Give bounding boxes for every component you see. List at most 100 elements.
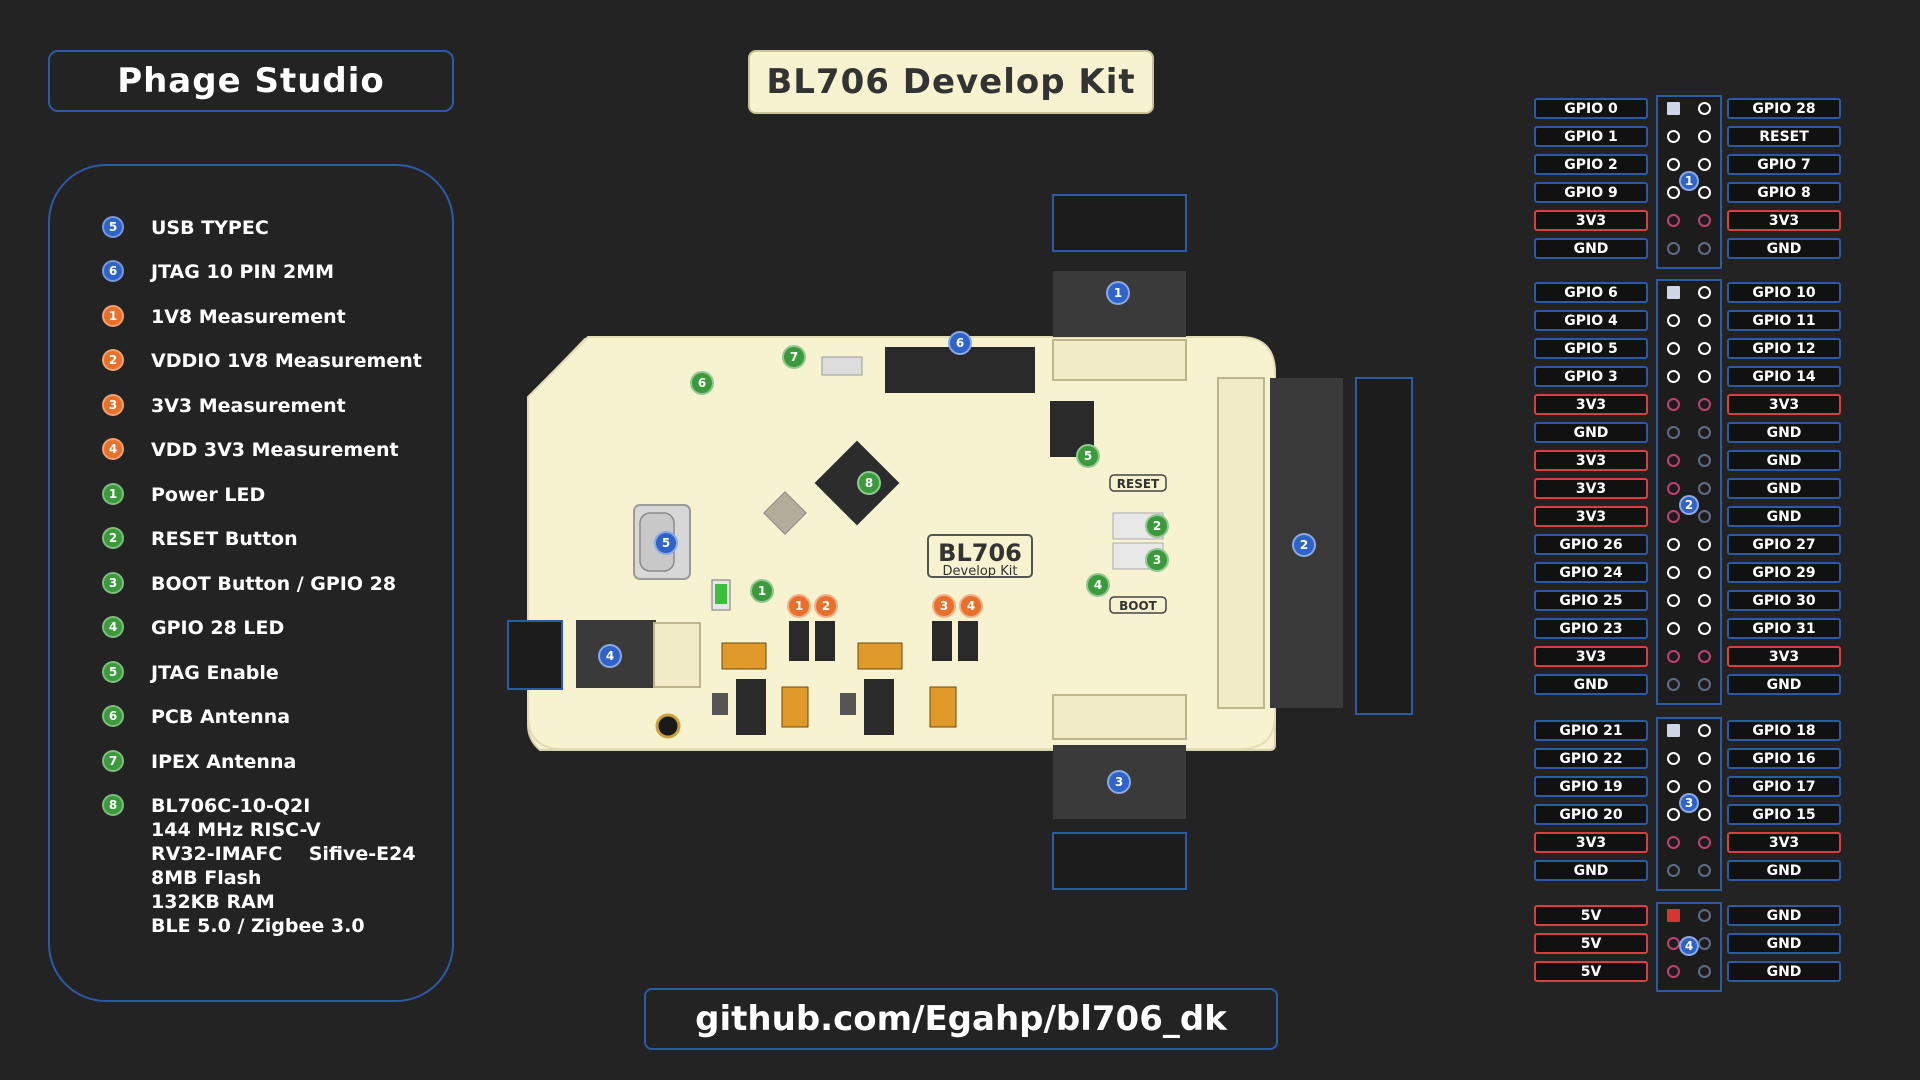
pin-hole	[1667, 158, 1680, 171]
board-badge: 7	[782, 345, 806, 369]
pin-label: GPIO 19	[1534, 776, 1648, 797]
mounting-hole	[655, 713, 681, 739]
pin-hole	[1667, 426, 1680, 439]
pin-label: GPIO 14	[1727, 366, 1841, 387]
pin-label: GPIO 2	[1534, 154, 1648, 175]
pin-hole	[1667, 965, 1680, 978]
board-badge: 1	[750, 579, 774, 603]
pin-hole	[1698, 538, 1711, 551]
pin-label: 3V3	[1534, 506, 1648, 527]
header-left	[507, 620, 563, 690]
pin-label: GND	[1534, 860, 1648, 881]
legend-text: USB TYPEC	[151, 217, 269, 239]
pin-label: GPIO 21	[1534, 720, 1648, 741]
header-badge: 4	[1679, 936, 1699, 956]
silk-chip-label: BL706	[938, 539, 1022, 567]
pin-hole	[1698, 594, 1711, 607]
pin-label: GPIO 15	[1727, 804, 1841, 825]
pin-label: GPIO 7	[1727, 154, 1841, 175]
pin-label: GND	[1727, 674, 1841, 695]
board-badge: 1	[1106, 281, 1130, 305]
pin-hole	[1667, 102, 1680, 115]
pin-label: 5V	[1534, 933, 1648, 954]
pin-hole	[1667, 398, 1680, 411]
pin-label: GND	[1534, 238, 1648, 259]
pin-hole	[1698, 158, 1711, 171]
legend-text: PCB Antenna	[151, 706, 291, 728]
legend-badge: 5	[102, 661, 124, 683]
legend-badge: 3	[102, 572, 124, 594]
board-badge: 8	[857, 471, 881, 495]
header-bottom	[1052, 832, 1187, 890]
pin-hole	[1698, 909, 1711, 922]
board-badge: 4	[959, 594, 983, 618]
pin-label: GPIO 12	[1727, 338, 1841, 359]
repo-url[interactable]: github.com/Egahp/bl706_dk	[644, 988, 1278, 1050]
pin-label: GPIO 1	[1534, 126, 1648, 147]
board-badge: 4	[1086, 573, 1110, 597]
pin-hole	[1667, 622, 1680, 635]
pin-label: 3V3	[1534, 478, 1648, 499]
pin-hole	[1667, 538, 1680, 551]
pin-hole	[1698, 808, 1711, 821]
pin-hole	[1667, 482, 1680, 495]
pin-hole	[1667, 314, 1680, 327]
cap-4	[929, 686, 957, 728]
legend-badge: 5	[102, 216, 124, 238]
cap-1	[721, 642, 767, 670]
legend-badge: 6	[102, 705, 124, 727]
pin-hole	[1667, 130, 1680, 143]
legend-text: JTAG Enable	[151, 662, 279, 684]
pin-label: GPIO 10	[1727, 282, 1841, 303]
header-3	[1656, 717, 1722, 891]
pin-label: GND	[1534, 674, 1648, 695]
pin-label: 3V3	[1534, 832, 1648, 853]
pin-label: 3V3	[1534, 394, 1648, 415]
header-right	[1355, 377, 1413, 715]
legend-badge: 2	[102, 527, 124, 549]
pin-hole	[1667, 566, 1680, 579]
pin-label: GND	[1727, 450, 1841, 471]
pin-hole	[1698, 286, 1711, 299]
crystal	[763, 491, 807, 535]
pin-hole	[1698, 864, 1711, 877]
pin-label: GPIO 27	[1727, 534, 1841, 555]
pin-hole	[1698, 622, 1711, 635]
pin-label: 3V3	[1534, 210, 1648, 231]
ipex-connector	[821, 356, 863, 376]
pin-label: GPIO 16	[1727, 748, 1841, 769]
pin-label: GPIO 28	[1727, 98, 1841, 119]
pin-hole	[1667, 864, 1680, 877]
legend-badge: 6	[102, 260, 124, 282]
pin-hole	[1698, 510, 1711, 523]
pin-label: GPIO 8	[1727, 182, 1841, 203]
pin-hole	[1667, 909, 1680, 922]
pin-hole	[1667, 186, 1680, 199]
pin-hole	[1698, 370, 1711, 383]
pin-hole	[1698, 482, 1711, 495]
pin-hole	[1667, 454, 1680, 467]
pin-label: GPIO 11	[1727, 310, 1841, 331]
regulator-2	[864, 679, 894, 735]
pin-hole	[1667, 808, 1680, 821]
pin-hole	[1667, 286, 1680, 299]
pin-label: GPIO 3	[1534, 366, 1648, 387]
legend-item: 2 RESET Button	[102, 527, 298, 551]
legend-item: 6 PCB Antenna	[102, 705, 290, 729]
legend-text: RESET Button	[151, 528, 298, 550]
legend-text: Power LED	[151, 484, 266, 506]
board-badge: 2	[814, 594, 838, 618]
pin-hole	[1698, 566, 1711, 579]
pin-label: 5V	[1534, 961, 1648, 982]
pin-label: GPIO 20	[1534, 804, 1648, 825]
jtag-header-top	[1052, 194, 1187, 252]
pin-hole	[1667, 724, 1680, 737]
pin-label: GPIO 29	[1727, 562, 1841, 583]
board-badge: 3	[1107, 770, 1131, 794]
boot-silk: BOOT	[1119, 599, 1158, 613]
